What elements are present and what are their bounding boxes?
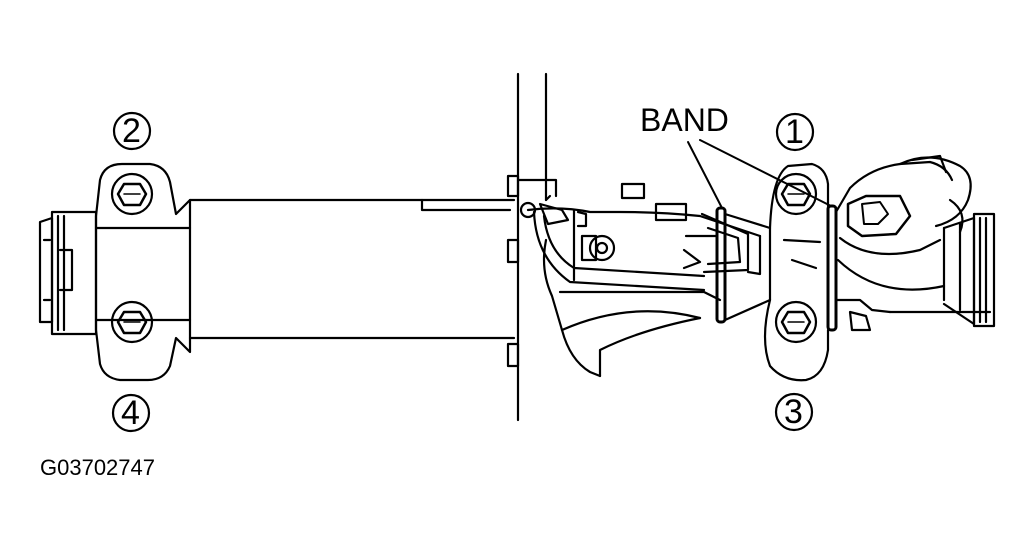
circled-number-icon <box>112 111 152 151</box>
right-end-fitting <box>942 212 996 328</box>
union-fitting <box>588 234 616 262</box>
callout-2: 2 <box>122 112 141 150</box>
hex-bolt-icon <box>774 300 818 344</box>
callout-3: 3 <box>784 393 803 431</box>
circled-number-icon <box>775 112 815 152</box>
band-leader-lines <box>687 139 832 209</box>
valve-housing <box>542 182 722 378</box>
callout-4: 4 <box>121 394 140 432</box>
right-mount-bracket <box>723 162 830 382</box>
left-end-fitting <box>38 210 98 336</box>
left-mount-bracket <box>94 162 192 382</box>
hex-bolt-icon <box>110 172 154 216</box>
circled-number-icon <box>111 393 151 433</box>
hex-bolt-icon <box>110 300 154 344</box>
hex-bolt-icon <box>774 172 818 216</box>
rack-housing-tube <box>188 198 516 340</box>
circled-number-icon <box>774 392 814 432</box>
figure-id: G03702747 <box>40 455 155 480</box>
band-clamp-icon <box>826 204 838 332</box>
mounting-plate <box>506 72 558 422</box>
pinion-assembly <box>834 154 992 332</box>
band-label: BAND <box>640 102 729 138</box>
band-clamp-icon <box>715 206 727 324</box>
callout-1: 1 <box>785 113 804 151</box>
